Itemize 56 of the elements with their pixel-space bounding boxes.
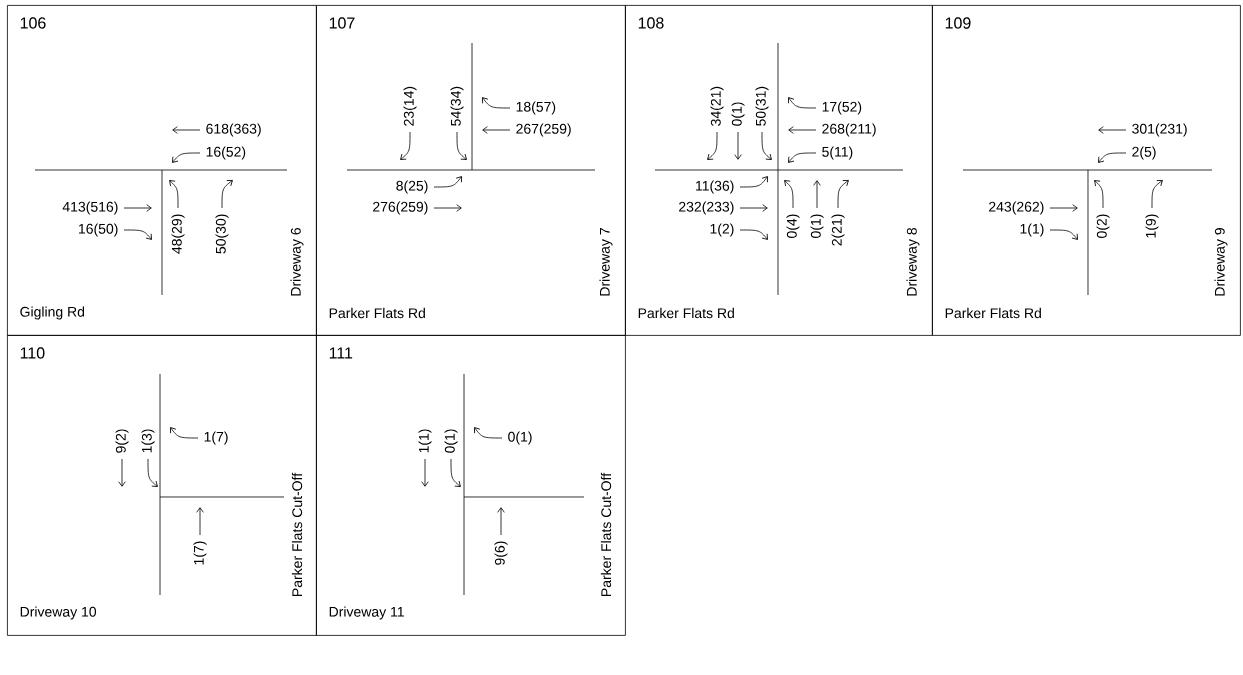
traffic-count: 0(2) xyxy=(1096,214,1110,238)
road-name: Driveway 7 xyxy=(599,228,613,296)
traffic-count: 50(30) xyxy=(215,214,229,254)
traffic-count: 34(21) xyxy=(710,86,724,126)
traffic-count: 0(4) xyxy=(786,214,800,238)
panel-number: 109 xyxy=(945,17,971,29)
traffic-count: 413(516) xyxy=(62,201,118,215)
traffic-count: 2(21) xyxy=(831,214,845,246)
road-name: Parker Flats Rd xyxy=(638,307,734,319)
traffic-count: 1(7) xyxy=(204,431,228,445)
traffic-count: 50(31) xyxy=(755,86,769,126)
traffic-count: 1(1) xyxy=(1020,223,1044,237)
traffic-count: 16(50) xyxy=(79,223,118,237)
traffic-count: 1(3) xyxy=(141,429,155,453)
traffic-count: 5(11) xyxy=(822,146,853,160)
road-name: Driveway 9 xyxy=(1214,228,1228,296)
traffic-count: 2(5) xyxy=(1132,146,1156,160)
traffic-count: 0(1) xyxy=(810,214,824,238)
traffic-count: 8(25) xyxy=(396,180,428,194)
traffic-count: 276(259) xyxy=(373,201,428,215)
traffic-count: 1(7) xyxy=(193,541,207,565)
road-name: Driveway 11 xyxy=(329,606,404,620)
traffic-count: 618(363) xyxy=(206,123,261,137)
traffic-count: 0(1) xyxy=(508,431,532,445)
panel-number: 108 xyxy=(638,17,664,29)
road-name: Parker Flats Cut-Off xyxy=(600,472,612,596)
traffic-count: 301(231) xyxy=(1132,123,1187,137)
traffic-count: 1(9) xyxy=(1145,214,1159,238)
road-name: Gigling Rd xyxy=(20,306,85,320)
traffic-count: 1(2) xyxy=(710,223,734,237)
traffic-count: 48(29) xyxy=(171,214,185,254)
traffic-count: 16(52) xyxy=(206,146,246,160)
traffic-count: 18(57) xyxy=(516,101,556,115)
traffic-count: 54(34) xyxy=(450,86,464,126)
traffic-count: 9(2) xyxy=(115,429,129,453)
traffic-count: 1(1) xyxy=(418,429,432,453)
panel-number: 106 xyxy=(20,17,46,29)
traffic-count: 0(1) xyxy=(444,429,458,453)
panel-number: 107 xyxy=(329,17,355,29)
road-name: Parker Flats Rd xyxy=(329,307,425,319)
panel-number: 111 xyxy=(329,347,353,359)
road-name: Driveway 10 xyxy=(20,606,97,620)
traffic-count: 9(6) xyxy=(494,541,508,565)
panel-number: 110 xyxy=(20,347,45,359)
traffic-count: 11(36) xyxy=(696,180,734,194)
road-name: Parker Flats Rd xyxy=(945,307,1041,319)
traffic-count: 232(233) xyxy=(679,201,734,215)
road-name: Driveway 6 xyxy=(290,228,304,296)
traffic-count: 267(259) xyxy=(516,123,571,137)
traffic-count: 243(262) xyxy=(989,201,1044,215)
traffic-count: 17(52) xyxy=(822,101,862,115)
road-name: Driveway 8 xyxy=(906,228,920,296)
traffic-count: 0(1) xyxy=(731,102,745,126)
road-name: Parker Flats Cut-Off xyxy=(291,472,303,596)
traffic-count: 23(14) xyxy=(403,86,417,126)
traffic-count: 268(211) xyxy=(822,123,876,137)
